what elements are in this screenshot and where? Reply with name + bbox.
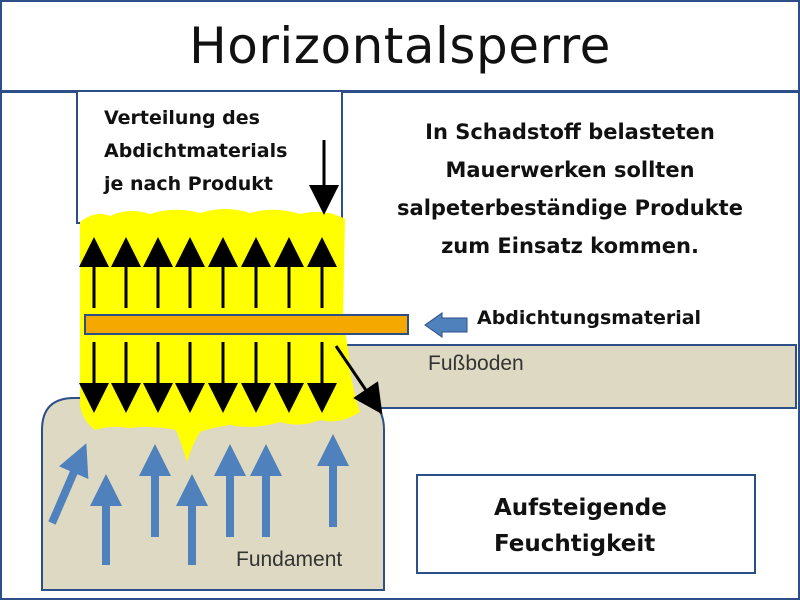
distribution-line: je nach Produkt <box>104 173 273 195</box>
arrow-left-icon <box>424 312 468 338</box>
foundation-label: Fundament <box>236 548 343 571</box>
sealing-material-bar <box>84 314 409 335</box>
moisture-box <box>416 474 756 574</box>
moisture-arrows <box>48 434 349 565</box>
arrow-down-icon-group <box>79 342 337 413</box>
info-line: zum Einsatz kommen. <box>441 234 699 258</box>
floor-slab <box>339 344 797 409</box>
page-title: Horizontalsperre <box>189 17 611 75</box>
info-text: In Schadstoff belasteten Mauerwerken sol… <box>385 113 755 265</box>
distribution-label: Verteilung des Abdichtmaterials je nach … <box>104 102 344 201</box>
moisture-line: Feuchtigkeit <box>494 531 656 557</box>
info-line: In Schadstoff belasteten <box>425 120 715 144</box>
info-line: Mauerwerken sollten <box>445 158 695 182</box>
moisture-label: Aufsteigende Feuchtigkeit <box>494 490 667 562</box>
info-line: salpeterbeständige Produkte <box>397 196 743 220</box>
floor-label: Fußboden <box>428 352 524 375</box>
distribution-line: Verteilung des <box>104 107 260 129</box>
material-label: Abdichtungsmaterial <box>477 307 702 329</box>
wall-upper <box>76 90 343 224</box>
distribution-line: Abdichtmaterials <box>104 140 288 162</box>
arrow-diagonal-icon <box>334 345 383 415</box>
moisture-line: Aufsteigende <box>494 495 667 521</box>
arrow-up-icon <box>48 443 89 525</box>
arrow-up-icon-group <box>79 237 337 308</box>
